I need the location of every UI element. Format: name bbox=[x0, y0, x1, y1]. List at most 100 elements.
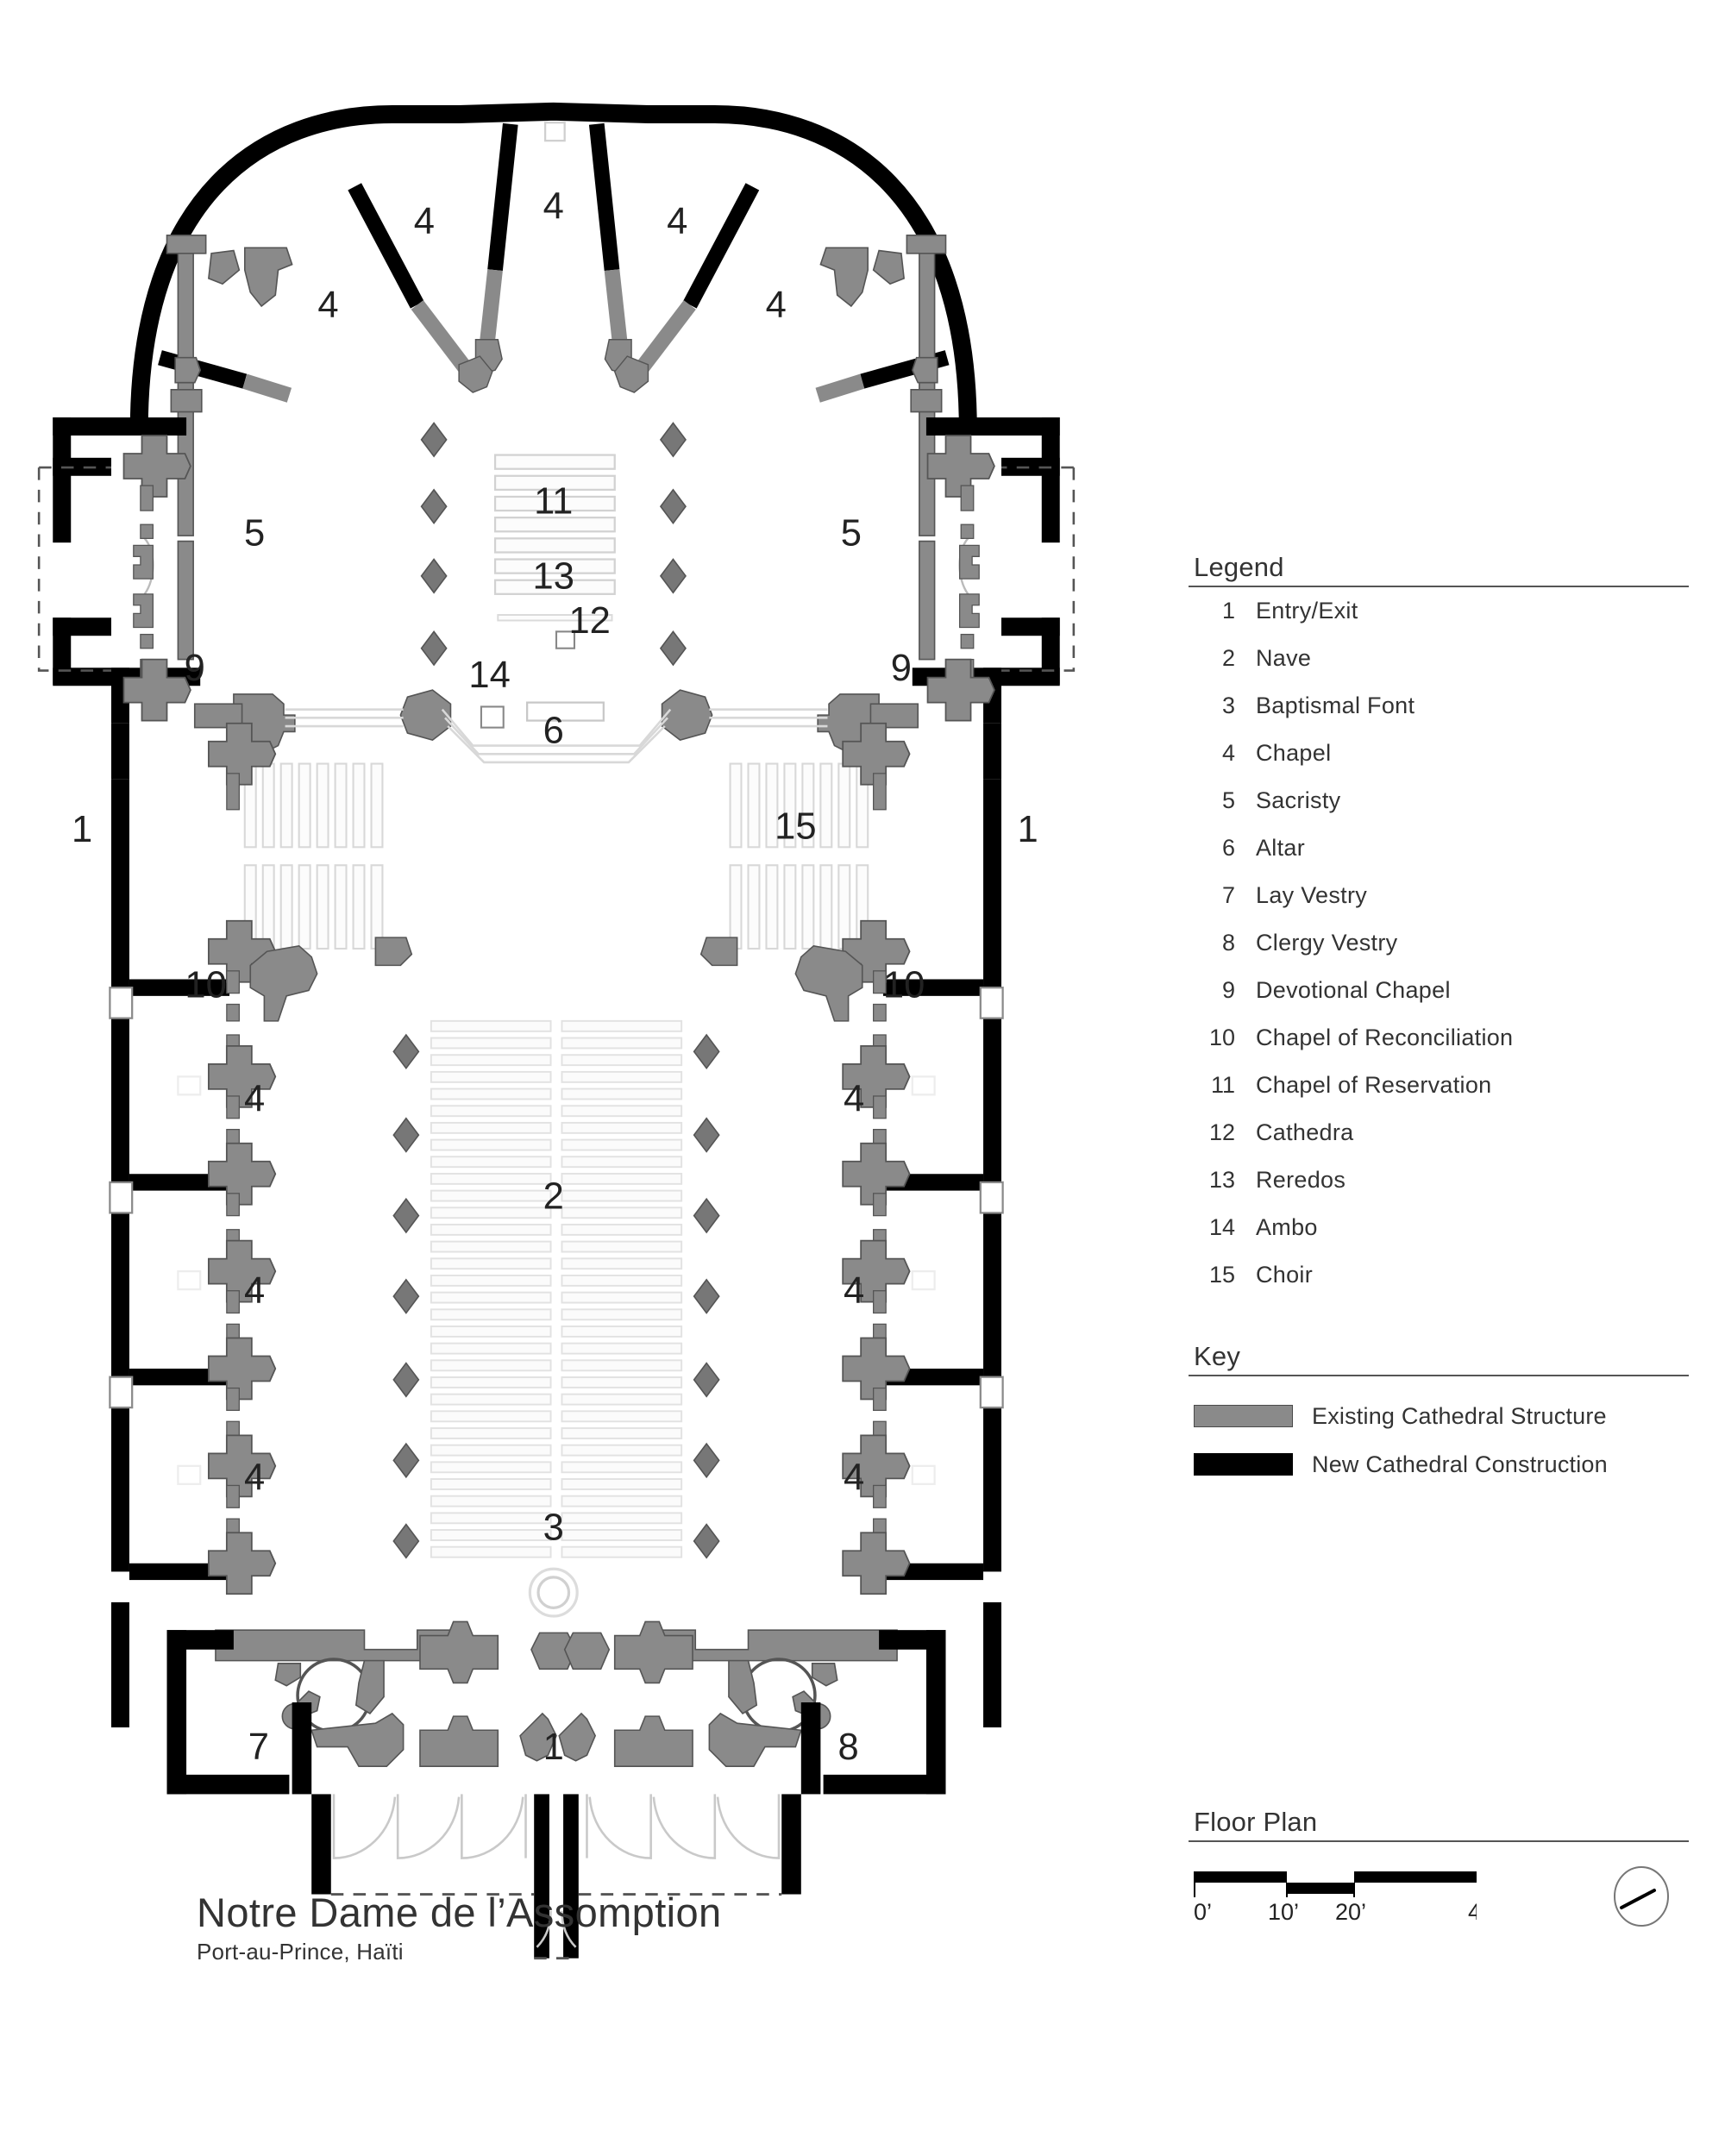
pew-row bbox=[430, 1461, 552, 1474]
key-swatch-existing bbox=[1194, 1405, 1293, 1427]
cathedra-seat bbox=[555, 630, 576, 649]
pew-row bbox=[561, 1308, 683, 1321]
pew-row bbox=[561, 1359, 683, 1372]
legend-heading: Legend bbox=[1194, 552, 1284, 582]
callout-entry-left: 1 bbox=[72, 809, 92, 850]
altar-table bbox=[526, 701, 605, 722]
sanctuary-walls bbox=[166, 235, 947, 661]
legend-row: 7 Lay Vestry bbox=[1189, 882, 1689, 930]
apse-radial-wall-5 bbox=[158, 350, 292, 403]
apse-radial-wall-4 bbox=[613, 183, 760, 393]
callout-entry-right: 1 bbox=[1018, 809, 1038, 850]
pew-row bbox=[561, 1529, 683, 1541]
legend-label: Reredos bbox=[1256, 1167, 1346, 1193]
callout-devotional-chapel-left: 9 bbox=[185, 648, 205, 689]
callout-nave-chapel-left-2: 4 bbox=[244, 1270, 265, 1312]
pew-row bbox=[561, 1274, 683, 1287]
pew-row bbox=[561, 1512, 683, 1525]
nave-pier-diamond bbox=[693, 1198, 720, 1233]
pew-row bbox=[561, 1087, 683, 1100]
scale-and-north: 0’ 10’ 20’ 40’ bbox=[1189, 1856, 1689, 1951]
pew-row bbox=[561, 1223, 683, 1236]
pew-row bbox=[561, 1189, 683, 1202]
callout-choir: 15 bbox=[775, 806, 816, 848]
apse-radial-wall-1 bbox=[474, 122, 518, 374]
pew-row bbox=[430, 1105, 552, 1118]
legend-label: Lay Vestry bbox=[1256, 882, 1368, 908]
nave-arcade-right bbox=[842, 722, 911, 1595]
pew-row bbox=[430, 1240, 552, 1253]
pew-row bbox=[561, 1037, 683, 1050]
callout-lay-vestry: 7 bbox=[248, 1727, 269, 1768]
pew-row bbox=[430, 1326, 552, 1338]
nave-pier-diamond bbox=[392, 1198, 420, 1233]
legend-number: 1 bbox=[1221, 598, 1235, 624]
callout-nave-chapel-left-3: 4 bbox=[244, 1457, 265, 1498]
pew-row bbox=[561, 1206, 683, 1219]
pew-row bbox=[430, 1223, 552, 1236]
legend-number: 5 bbox=[1221, 787, 1235, 813]
legend-label: Altar bbox=[1256, 835, 1306, 861]
callout-cathedra: 12 bbox=[568, 600, 610, 642]
nave-pier-diamond bbox=[693, 1523, 720, 1559]
pew-row bbox=[561, 1427, 683, 1439]
transept-corner-piers bbox=[249, 937, 863, 1022]
legend-row: 2 Nave bbox=[1189, 645, 1689, 693]
legend-label: Ambo bbox=[1256, 1214, 1318, 1240]
narthex-piers-lower bbox=[419, 1712, 693, 1767]
legend-number: 10 bbox=[1208, 1025, 1235, 1050]
pew-row bbox=[430, 1257, 552, 1270]
pew-row bbox=[430, 1529, 552, 1541]
legend-label: Chapel of Reservation bbox=[1256, 1072, 1492, 1098]
entry-door-swings[interactable] bbox=[332, 1794, 781, 1948]
nave-pews-right bbox=[561, 1019, 683, 1558]
key-rule bbox=[1189, 1375, 1689, 1376]
legend-number: 6 bbox=[1221, 835, 1235, 861]
pew-row bbox=[430, 1359, 552, 1372]
legend-label: Clergy Vestry bbox=[1256, 930, 1398, 956]
chapel-of-reservation-steps bbox=[493, 454, 616, 595]
key-label: New Cathedral Construction bbox=[1312, 1451, 1608, 1477]
pew-row bbox=[430, 1037, 552, 1050]
callout-apse-chapel-left: 4 bbox=[317, 285, 338, 326]
floor-plan-rule bbox=[1189, 1840, 1689, 1842]
legend-number: 12 bbox=[1208, 1119, 1235, 1145]
pew-row bbox=[561, 1410, 683, 1423]
title-block: Notre Dame de l’Assomption Port-au-Princ… bbox=[197, 1891, 722, 1965]
transept-inner-wall-left bbox=[122, 435, 191, 722]
legend-number: 7 bbox=[1221, 882, 1235, 908]
pew-row bbox=[561, 1138, 683, 1151]
pew-row bbox=[561, 1393, 683, 1406]
pew-row bbox=[561, 1444, 683, 1457]
page-title: Notre Dame de l’Assomption bbox=[197, 1890, 722, 1935]
callout-main-entry: 1 bbox=[543, 1727, 564, 1768]
legend-number: 2 bbox=[1221, 645, 1235, 671]
legend-label: Chapel bbox=[1256, 740, 1332, 766]
pew-row bbox=[561, 1054, 683, 1067]
legend-label: Nave bbox=[1256, 645, 1312, 671]
pew-row bbox=[430, 1138, 552, 1151]
callout-sacristy-right: 5 bbox=[841, 512, 862, 554]
key-row: New Cathedral Construction bbox=[1189, 1440, 1689, 1489]
legend-number: 9 bbox=[1221, 977, 1235, 1003]
legend-label: Sacristy bbox=[1256, 787, 1341, 813]
scale-tick: 20’ bbox=[1335, 1899, 1366, 1925]
callout-ambo: 14 bbox=[468, 655, 510, 696]
nave-pier-diamond bbox=[392, 1362, 420, 1398]
scale-tick: 40’ bbox=[1468, 1899, 1477, 1925]
nave-pier-diamond bbox=[693, 1117, 720, 1153]
nave-pier-diamond bbox=[693, 1034, 720, 1069]
pew-row bbox=[430, 1172, 552, 1185]
pew-row bbox=[561, 1461, 683, 1474]
legend-number: 4 bbox=[1221, 740, 1235, 766]
legend-label: Devotional Chapel bbox=[1256, 977, 1451, 1003]
key-swatch-newbuild bbox=[1194, 1453, 1293, 1476]
